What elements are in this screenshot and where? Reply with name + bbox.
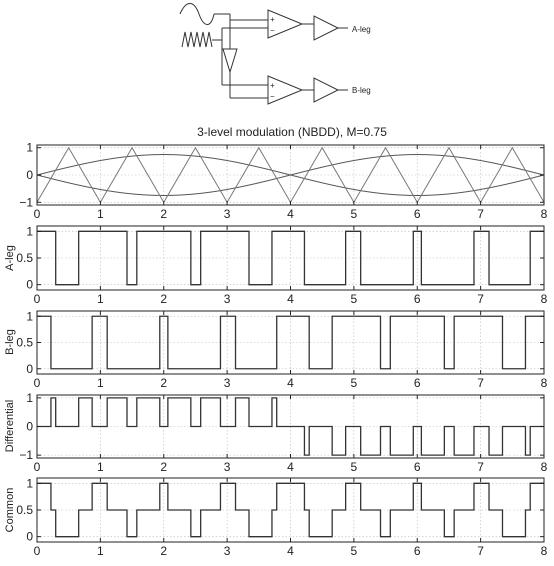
y-tick-label: 0 [26, 168, 33, 182]
chart-title: 3-level modulation (NBDD), M=0.75 [197, 125, 387, 139]
y-axis-label-a-leg: A-leg [4, 245, 16, 271]
y-tick-label: 1 [26, 309, 33, 323]
x-tick-label: 6 [414, 292, 421, 306]
x-tick-label: 8 [541, 292, 548, 306]
y-tick-label: 0 [26, 420, 33, 434]
y-tick-label: 1 [26, 391, 33, 405]
x-tick-label: 3 [224, 376, 231, 390]
x-tick-label: 7 [477, 376, 484, 390]
x-tick-label: 0 [34, 207, 41, 221]
buffer-a [313, 15, 340, 41]
y-axis-label-b-leg: B-leg [4, 329, 16, 355]
comparator-a-plus: + [270, 15, 275, 24]
triangle-carrier-icon [181, 31, 213, 48]
y-tick-label: −1 [19, 448, 33, 462]
inverter-buffer [222, 48, 238, 74]
x-tick-label: 0 [34, 292, 41, 306]
x-tick-label: 8 [541, 376, 548, 390]
x-tick-label: 1 [97, 544, 104, 558]
series-line-b-leg [37, 315, 544, 370]
x-tick-label: 4 [287, 292, 294, 306]
x-tick-label: 2 [160, 544, 167, 558]
x-tick-label: 4 [287, 460, 294, 474]
sine-source-icon [179, 3, 215, 25]
x-tick-label: 6 [414, 460, 421, 474]
x-tick-label: 2 [160, 292, 167, 306]
x-tick-label: 5 [351, 460, 358, 474]
series-line-differential [37, 397, 544, 456]
y-tick-label: 0.5 [16, 503, 33, 517]
series-line-sine [36, 154, 545, 196]
x-tick-label: 2 [160, 460, 167, 474]
x-tick-label: 5 [351, 292, 358, 306]
x-tick-label: 0 [34, 544, 41, 558]
x-tick-label: 6 [414, 544, 421, 558]
chart-panel-common: Common 0 1 2 3 4 5 6 7 8 0 0.5 1 [4, 476, 548, 558]
series-line-common [37, 482, 544, 538]
comparator-b-minus: − [270, 92, 275, 101]
y-tick-label: 1 [26, 224, 33, 238]
y-tick-label: 0 [26, 278, 33, 292]
x-tick-label: 0 [34, 376, 41, 390]
x-tick-label: 8 [541, 460, 548, 474]
x-tick-label: 5 [351, 376, 358, 390]
x-tick-label: 3 [224, 292, 231, 306]
x-tick-label: 3 [224, 460, 231, 474]
x-tick-label: 8 [541, 544, 548, 558]
x-tick-label: 1 [97, 207, 104, 221]
chart-panel-a-leg: A-leg 0 1 2 3 4 5 6 7 8 0 0.5 1 [4, 224, 548, 306]
x-tick-label: 5 [351, 544, 358, 558]
chart-panel-modulation: 3-level modulation (NBDD), M=0.75 0 1 2 3 4 5… [19, 125, 547, 221]
x-tick-label: 7 [477, 207, 484, 221]
y-axis-label-common: Common [4, 488, 16, 533]
series-line-a-leg [37, 230, 544, 286]
chart-panel-b-leg: B-leg 0 1 2 3 4 5 6 7 8 0 0.5 1 [4, 309, 548, 390]
y-tick-label: 0 [26, 530, 33, 544]
x-tick-label: 1 [97, 460, 104, 474]
y-tick-label: 0 [26, 362, 33, 376]
x-tick-label: 2 [160, 207, 167, 221]
x-tick-label: 7 [477, 460, 484, 474]
x-tick-label: 4 [287, 544, 294, 558]
x-tick-label: 8 [541, 207, 548, 221]
y-tick-label: 0.5 [16, 251, 33, 265]
x-tick-label: 1 [97, 376, 104, 390]
y-tick-label: 1 [26, 141, 33, 155]
x-tick-label: 6 [414, 207, 421, 221]
y-axis-label-differential: Differential [4, 400, 16, 452]
x-tick-label: 7 [477, 544, 484, 558]
x-tick-label: 5 [351, 207, 358, 221]
y-tick-label: 0.5 [16, 336, 33, 350]
x-tick-label: 4 [287, 376, 294, 390]
x-tick-label: 1 [97, 292, 104, 306]
buffer-b [313, 77, 340, 103]
x-tick-label: 0 [34, 460, 41, 474]
x-tick-label: 3 [224, 207, 231, 221]
x-tick-label: 2 [160, 376, 167, 390]
comparator-b-plus: + [270, 81, 275, 90]
x-tick-label: 3 [224, 544, 231, 558]
comparator-a-minus: − [270, 26, 275, 35]
x-tick-label: 7 [477, 292, 484, 306]
label-b-leg: B-leg [352, 86, 371, 95]
circuit-schematic [179, 3, 348, 105]
y-tick-label: −1 [19, 195, 33, 209]
comparator-a [267, 9, 304, 39]
comparator-b [267, 75, 304, 105]
x-tick-label: 6 [414, 376, 421, 390]
y-tick-label: 1 [26, 476, 33, 490]
label-a-leg: A-leg [352, 25, 371, 34]
x-tick-label: 4 [287, 207, 294, 221]
